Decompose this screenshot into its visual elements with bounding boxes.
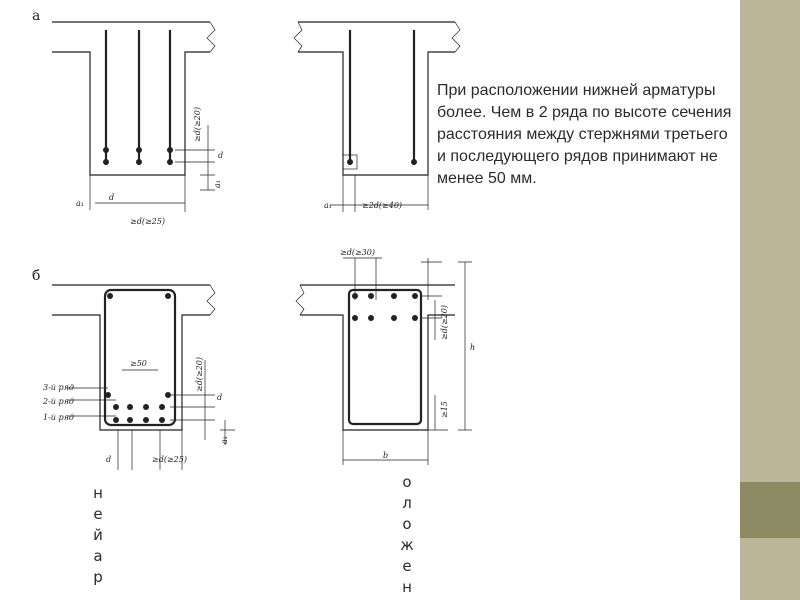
rebar-dot xyxy=(165,293,171,299)
ann-d20: ≥d(≥20) xyxy=(195,357,204,392)
row1-label: 1-й ряд xyxy=(43,413,74,422)
panel-b-left: б 3-й ряд 2-й ряд 1-й ряд ≥50 ≥d(≥20) d … xyxy=(32,268,235,470)
rebar-dot xyxy=(105,392,111,398)
break-line xyxy=(206,21,216,53)
dimension-lines xyxy=(342,257,472,465)
rebar-dot xyxy=(127,417,133,423)
rebar-dot xyxy=(143,404,149,410)
rebar-dot xyxy=(412,315,418,321)
rebar-dot xyxy=(136,159,142,165)
rebar-dot xyxy=(113,404,119,410)
rebar-dot xyxy=(159,417,165,423)
vertical-text-fragment-right: о л о ж е н xyxy=(400,472,414,598)
break-line xyxy=(293,21,461,53)
fragment-letter: а xyxy=(93,547,103,565)
bar-bundle xyxy=(342,154,358,170)
rebar-dot xyxy=(391,315,397,321)
rebar-dot xyxy=(103,147,109,153)
row3-label: 3-й ряд xyxy=(43,383,74,392)
ann-50: ≥50 xyxy=(130,359,147,368)
section-outline xyxy=(52,284,210,431)
fragment-letter: е xyxy=(402,557,412,575)
rebar-dot xyxy=(113,417,119,423)
rebar-dot xyxy=(368,315,374,321)
rebar-dot xyxy=(136,147,142,153)
rebar-dot xyxy=(167,159,173,165)
ann-a1: a₁ xyxy=(220,436,229,444)
fragment-letter: н xyxy=(402,578,412,596)
ann-d25: ≥d(≥25) xyxy=(152,455,187,464)
fragment-letter: н xyxy=(93,484,103,502)
ann-d20: ≥d(≥20) xyxy=(193,107,202,142)
reinforcement-drawing: а ≥d(≥20) d a₁ a₁ d ≥d(≥25) a₁ ≥2d(≥40) … xyxy=(10,0,482,478)
section-outline xyxy=(298,21,455,176)
dimension-lines xyxy=(330,175,429,212)
fragment-letter: л xyxy=(402,494,412,512)
side-decor-accent xyxy=(740,482,800,538)
ann-d-bottom: d xyxy=(106,455,111,464)
stirrup xyxy=(347,288,423,426)
rebar-dot xyxy=(159,404,165,410)
section-outline xyxy=(300,284,455,431)
ann-d-bottom: d xyxy=(109,193,114,202)
rebar-dot xyxy=(167,147,173,153)
fragment-letter: е xyxy=(93,505,103,523)
break-line xyxy=(295,284,305,316)
ann-b: b xyxy=(383,451,388,460)
fragment-letter: р xyxy=(93,568,103,586)
drawing-svg: а ≥d(≥20) d a₁ a₁ d ≥d(≥25) a₁ ≥2d(≥40) … xyxy=(32,8,475,470)
panel-b-right: ≥d(≥30) ≥d(≥20) ≥15 h b xyxy=(295,248,475,465)
section-outline xyxy=(52,21,210,176)
ann-a1-right: a₁ xyxy=(213,180,222,188)
break-line xyxy=(206,284,216,316)
dimension-lines xyxy=(89,125,215,212)
stirrup xyxy=(103,288,177,427)
ann-d: d xyxy=(218,151,223,160)
ann-h: h xyxy=(470,343,475,352)
ann-d20: ≥d(≥20) xyxy=(440,305,449,340)
rebar-dot xyxy=(391,293,397,299)
panel-a-right: a₁ ≥2d(≥40) xyxy=(293,21,461,212)
panel-a-left: а ≥d(≥20) d a₁ a₁ d ≥d(≥25) xyxy=(32,8,223,226)
rebar-dot xyxy=(412,293,418,299)
fragment-letter: о xyxy=(402,473,412,491)
rebar-dot xyxy=(347,159,353,165)
rebar-dot xyxy=(107,293,113,299)
ann-a1: a₁ xyxy=(76,199,84,208)
rebar-dot xyxy=(143,417,149,423)
fragment-letter: о xyxy=(402,515,412,533)
rebar-dot xyxy=(411,159,417,165)
vertical-text-fragment-left: н е й а р xyxy=(91,483,105,588)
rebar-dot xyxy=(368,293,374,299)
rebar-dot xyxy=(103,159,109,165)
ann-2d40: ≥2d(≥40) xyxy=(362,201,402,210)
label-a: а xyxy=(32,8,40,24)
label-b: б xyxy=(32,268,40,284)
rebar-dot xyxy=(165,392,171,398)
fragment-letter: ж xyxy=(400,536,414,554)
dimension-lines xyxy=(68,360,235,470)
ann-d30: ≥d(≥30) xyxy=(340,248,375,257)
fragment-letter: й xyxy=(93,526,103,544)
ann-d25: ≥d(≥25) xyxy=(130,217,165,226)
rebar-dot xyxy=(352,315,358,321)
ann-15: ≥15 xyxy=(440,401,449,418)
ann-a1: a₁ xyxy=(324,201,332,210)
row2-label: 2-й ряд xyxy=(42,397,74,406)
caption-text: При расположении нижней арматуры более. … xyxy=(437,82,732,187)
rebar-dot xyxy=(127,404,133,410)
ann-d: d xyxy=(217,393,222,402)
